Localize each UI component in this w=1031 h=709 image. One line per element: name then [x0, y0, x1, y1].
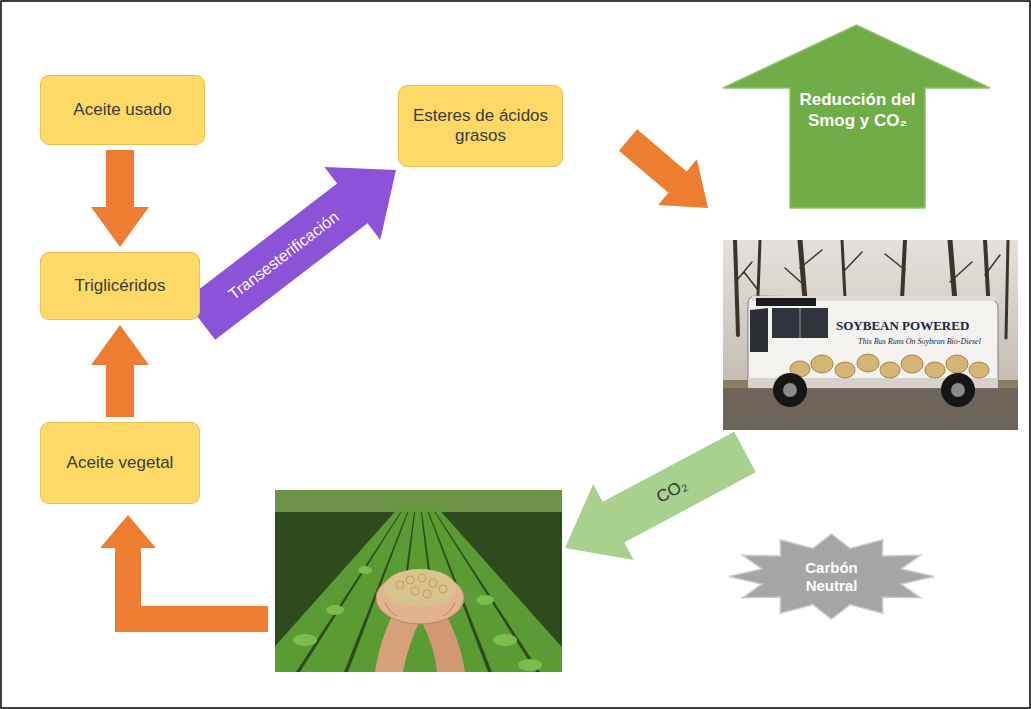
wheel-hub [783, 383, 797, 397]
bare-trees [1006, 240, 1008, 338]
process-box: Esteres de ácidos grasos [398, 85, 563, 167]
soybean-pictures [925, 362, 945, 378]
soybeans [396, 574, 447, 598]
soybean-pile [384, 569, 456, 607]
leaves [493, 634, 517, 646]
box-label: Aceite vegetal [51, 453, 189, 473]
leaves [326, 605, 344, 615]
shape-label: Carbón Neutral [780, 559, 883, 595]
process-box: Aceite vegetal [40, 422, 200, 504]
bare-trees [735, 240, 1008, 338]
photo-background [723, 240, 1018, 430]
wheel [773, 373, 807, 407]
flow-arrow [91, 150, 149, 247]
benefit-arrow-shape [723, 25, 990, 208]
soybeans [439, 585, 447, 593]
benefit-arrow: Reducción del Smog y CO₂ [723, 25, 990, 208]
crop-rows [275, 505, 562, 672]
field-photo [275, 490, 562, 672]
leaves [476, 595, 494, 605]
bare-trees [737, 250, 1000, 290]
bus-window [772, 308, 828, 338]
bare-trees [735, 240, 738, 335]
text-area: Reducción del Smog y CO₂ [790, 63, 925, 158]
soybeans [418, 574, 426, 582]
badge-star: Carbón Neutral [728, 533, 935, 620]
soybeans [423, 590, 431, 598]
box-label: Aceite usado [51, 100, 194, 120]
flow-arrow [185, 167, 396, 340]
soybean-pictures [946, 355, 968, 373]
soybeans [396, 581, 404, 589]
windshield [750, 308, 768, 352]
co2-arrow [565, 432, 756, 560]
bare-trees [842, 240, 845, 298]
process-box: Triglicéridos [40, 252, 200, 320]
fingers [385, 602, 455, 616]
soybean-pictures [857, 354, 879, 372]
shape-label: Reducción del Smog y CO₂ [790, 90, 925, 131]
badge-star-shape [729, 534, 934, 619]
flow-arrow [91, 325, 149, 417]
bus-photo [723, 240, 1018, 430]
box-label: Triglicéridos [51, 276, 189, 296]
soybean-pictures [811, 355, 833, 373]
destination-sign [756, 298, 816, 306]
wheel-hub [951, 383, 965, 397]
field-photo [275, 490, 562, 672]
window-divider [800, 308, 801, 338]
soybeans [411, 587, 419, 595]
bus-sign-text: This Bus Runs On Soybean Bio-Diesel [858, 337, 981, 346]
flow-arrow [100, 515, 268, 632]
leaves [358, 566, 372, 574]
flow-arrow [619, 129, 708, 208]
bus-sign-text: SOYBEAN POWERED [836, 319, 969, 334]
soybean-pictures [969, 362, 989, 378]
text-area: Carbón Neutral [780, 553, 883, 600]
bare-trees [950, 240, 955, 302]
soybean-pictures [835, 362, 855, 378]
wheel [941, 373, 975, 407]
leaves [518, 659, 542, 671]
soybean-pictures [880, 362, 900, 378]
leaves [293, 634, 317, 646]
leaves [293, 566, 542, 671]
soybean-pictures [901, 355, 923, 373]
soybeans [406, 576, 414, 584]
box-label: Esteres de ácidos grasos [409, 106, 552, 147]
process-box: Aceite usado [40, 75, 205, 145]
bare-trees [800, 240, 805, 300]
soybeans [429, 579, 437, 587]
soil [275, 490, 562, 672]
